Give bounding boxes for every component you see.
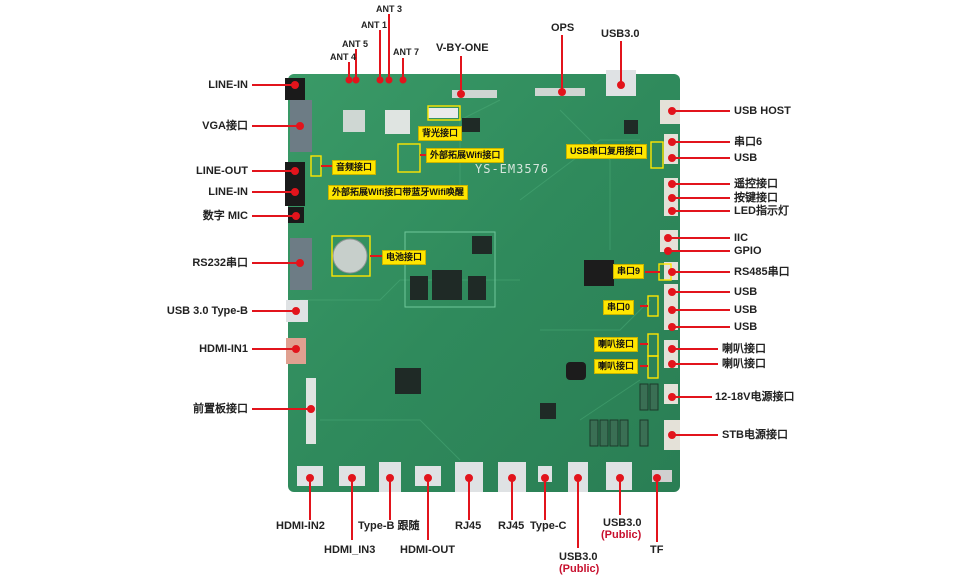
label-usb30-a: USB3.0 bbox=[559, 551, 598, 563]
tag-usb-uart-mux: USB串口复用接口 bbox=[566, 144, 648, 159]
tag-audio: 音频接口 bbox=[332, 160, 377, 175]
tag-wifi-bt: 外部拓展Wifi接口带蓝牙Wifi唤醒 bbox=[328, 185, 468, 200]
label-key: 按键接口 bbox=[734, 192, 778, 204]
label-power-12-18v: 12-18V电源接口 bbox=[715, 391, 795, 403]
label-usb30-b-public: (Public) bbox=[601, 529, 642, 541]
label-usb-host: USB HOST bbox=[734, 105, 791, 117]
label-hdmi-in1: HDMI-IN1 bbox=[199, 343, 248, 355]
label-vga: VGA接口 bbox=[202, 120, 248, 132]
tag-wifi-ext: 外部拓展Wifi接口 bbox=[426, 148, 505, 163]
label-ant4: ANT 4 bbox=[330, 52, 357, 62]
label-led: LED指示灯 bbox=[734, 205, 789, 217]
tag-battery: 电池接口 bbox=[382, 250, 427, 265]
label-usb-2: USB bbox=[734, 286, 758, 298]
label-ops: OPS bbox=[551, 22, 575, 34]
tag-backlight: 背光接口 bbox=[418, 126, 463, 141]
tag-speaker-2: 喇叭接口 bbox=[594, 359, 639, 374]
label-rj45-1: RJ45 bbox=[455, 520, 482, 532]
chip bbox=[395, 368, 421, 394]
memory-chip bbox=[410, 276, 428, 300]
label-usb30-typeb: USB 3.0 Type-B bbox=[166, 305, 248, 317]
label-usb30-a-public: (Public) bbox=[559, 563, 600, 575]
label-stb-power: STB电源接口 bbox=[722, 429, 788, 441]
leader-lines bbox=[252, 14, 730, 548]
label-usb30-top: USB3.0 bbox=[601, 28, 640, 40]
label-vbyone: V-BY-ONE bbox=[436, 42, 489, 54]
label-typeb-follow: Type-B 跟随 bbox=[358, 520, 420, 532]
chip bbox=[624, 120, 638, 134]
label-usb-1: USB bbox=[734, 152, 758, 164]
label-remote: 遥控接口 bbox=[734, 178, 778, 190]
label-rj45-2: RJ45 bbox=[498, 520, 525, 532]
label-ant3: ANT 3 bbox=[376, 4, 403, 14]
battery-holder bbox=[332, 238, 368, 274]
rf-module bbox=[385, 110, 410, 134]
memory-chip bbox=[468, 276, 486, 300]
chip bbox=[462, 118, 480, 132]
label-hdmi-out: HDMI-OUT bbox=[400, 544, 455, 556]
board-silkscreen: YS-EM3576 bbox=[475, 162, 550, 176]
label-usb-4: USB bbox=[734, 321, 758, 333]
label-rs232: RS232串口 bbox=[192, 257, 248, 269]
label-iic: IIC bbox=[734, 232, 749, 244]
soc-chip bbox=[432, 270, 462, 300]
label-front-panel: 前置板接口 bbox=[193, 403, 248, 415]
soc-area bbox=[404, 231, 496, 308]
label-ant7: ANT 7 bbox=[393, 47, 420, 57]
tag-speaker-1: 喇叭接口 bbox=[594, 337, 639, 352]
label-typec: Type-C bbox=[530, 520, 567, 532]
label-rs485: RS485串口 bbox=[734, 266, 790, 278]
label-line-out: LINE-OUT bbox=[196, 165, 248, 177]
label-ant1: ANT 1 bbox=[361, 20, 388, 30]
label-hdmi-in2: HDMI-IN2 bbox=[276, 520, 325, 532]
label-usb30-b: USB3.0 bbox=[603, 517, 642, 529]
capacitors bbox=[589, 383, 659, 447]
label-hdmi-in3: HDMI_IN3 bbox=[324, 544, 376, 556]
connector bbox=[584, 260, 606, 286]
tag-uart9: 串口9 bbox=[613, 264, 645, 279]
memory-chip bbox=[472, 236, 492, 254]
backlight-connector bbox=[428, 108, 458, 118]
connector bbox=[606, 260, 614, 286]
label-speaker-1: 喇叭接口 bbox=[722, 343, 766, 355]
label-line-in-top: LINE-IN bbox=[208, 79, 248, 91]
wifi-module bbox=[343, 110, 365, 132]
label-tf: TF bbox=[650, 544, 664, 556]
chip bbox=[540, 403, 556, 419]
inductor bbox=[566, 362, 586, 380]
label-usb-3: USB bbox=[734, 304, 758, 316]
tag-uart0: 串口0 bbox=[603, 300, 635, 315]
label-ant5: ANT 5 bbox=[342, 39, 369, 49]
label-digital-mic: 数字 MIC bbox=[202, 210, 248, 222]
label-speaker-2: 喇叭接口 bbox=[722, 358, 766, 370]
label-line-in-bottom: LINE-IN bbox=[208, 186, 248, 198]
label-gpio: GPIO bbox=[734, 245, 762, 257]
label-uart6: 串口6 bbox=[734, 136, 763, 148]
